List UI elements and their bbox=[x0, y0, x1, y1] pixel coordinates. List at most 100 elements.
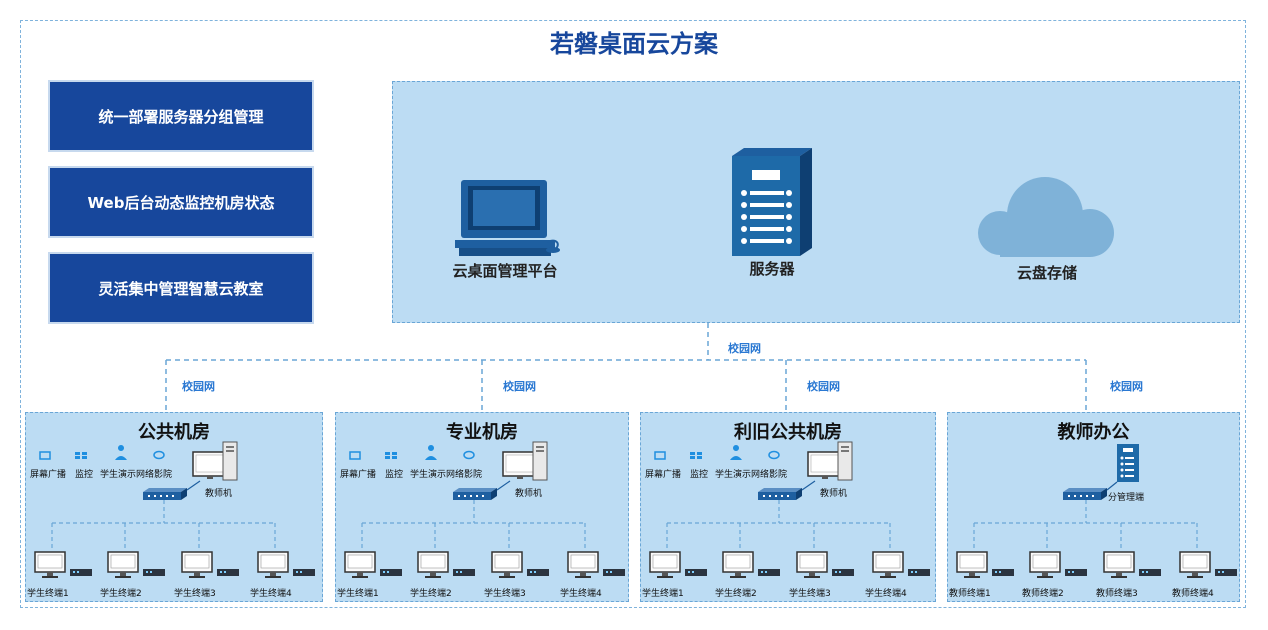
room-4-terminal-3-monitor-icon bbox=[1103, 551, 1135, 578]
room-4-terminal-2-label: 教师终端2 bbox=[1022, 589, 1064, 599]
network-label-room4: 校园网 bbox=[1110, 380, 1143, 393]
feature-box-3: 灵活集中管理智慧云教室 bbox=[50, 254, 312, 322]
room-3-icon-label-4: 网络影院 bbox=[751, 470, 788, 480]
room-4-terminal-4-label: 教师终端4 bbox=[1172, 589, 1214, 599]
room-4-terminal-4-monitor-icon bbox=[1179, 551, 1211, 578]
room-2-icon-label-4: 网络影院 bbox=[446, 470, 483, 480]
screen-broadcast-icon bbox=[654, 451, 666, 460]
room-1-terminal-3-monitor-icon bbox=[181, 551, 213, 578]
room-1-terminal-2-label: 学生终端2 bbox=[100, 589, 142, 599]
monitor-windows-icon bbox=[385, 452, 397, 459]
room-2-terminal-1-monitor-icon bbox=[344, 551, 376, 578]
room-title-4: 教师办公 bbox=[1057, 422, 1130, 443]
student-demo-icon bbox=[115, 445, 127, 460]
monitor-windows-icon bbox=[75, 452, 87, 459]
room-1-terminal-1-box-icon bbox=[70, 569, 92, 576]
room-3-terminal-2-box-icon bbox=[758, 569, 780, 576]
monitor-windows-icon bbox=[690, 452, 702, 459]
room-2-teacher-pc-icon bbox=[502, 441, 548, 481]
room-1-terminal-4-monitor-icon bbox=[257, 551, 289, 578]
room-4-switch-icon bbox=[1063, 488, 1107, 500]
room-4-terminal-1-label: 教师终端1 bbox=[949, 589, 991, 599]
storage-label: 云盘存储 bbox=[1016, 264, 1077, 282]
room-3-terminal-3-box-icon bbox=[832, 569, 854, 576]
network-cinema-icon bbox=[768, 450, 780, 460]
room-3-terminal-2-monitor-icon bbox=[722, 551, 754, 578]
room-2-icon-label-3: 学生演示 bbox=[410, 470, 447, 480]
student-demo-icon bbox=[730, 445, 742, 460]
room-4-terminal-3-box-icon bbox=[1139, 569, 1161, 576]
room-3-terminal-1-monitor-icon bbox=[649, 551, 681, 578]
network-cinema-icon bbox=[153, 450, 165, 460]
room-2-terminal-3-label: 学生终端3 bbox=[484, 589, 526, 599]
diagram-title: 若磐桌面云方案 bbox=[550, 30, 718, 58]
room-title-1: 公共机房 bbox=[138, 422, 210, 443]
room-1-icon-label-3: 学生演示 bbox=[100, 470, 137, 480]
room-4-terminal-1-monitor-icon bbox=[956, 551, 988, 578]
room-3-terminal-3-monitor-icon bbox=[796, 551, 828, 578]
room-1-teacher-pc-icon bbox=[192, 441, 238, 481]
room-2-terminal-1-box-icon bbox=[380, 569, 402, 576]
room-2-terminal-4-box-icon bbox=[603, 569, 625, 576]
screen-broadcast-icon bbox=[39, 451, 51, 460]
room-2-terminal-2-box-icon bbox=[453, 569, 475, 576]
platform-label: 云桌面管理平台 bbox=[452, 262, 558, 280]
room-4-terminal-3-label: 教师终端3 bbox=[1096, 589, 1138, 599]
room-4-manager-server-icon bbox=[1117, 444, 1139, 482]
room-2-icon-label-2: 监控 bbox=[385, 470, 404, 480]
room-2-terminal-2-label: 学生终端2 bbox=[410, 589, 452, 599]
room-2-teacher-label: 教师机 bbox=[515, 489, 543, 499]
room-title-3: 利旧公共机房 bbox=[734, 422, 842, 443]
student-demo-icon bbox=[425, 445, 437, 460]
room-3-terminal-1-box-icon bbox=[685, 569, 707, 576]
room-1-terminal-2-monitor-icon bbox=[107, 551, 139, 578]
room-3-teacher-label: 教师机 bbox=[820, 489, 848, 499]
room-2-terminal-1-label: 学生终端1 bbox=[337, 589, 379, 599]
room-2-terminal-4-monitor-icon bbox=[567, 551, 599, 578]
network-label-main: 校园网 bbox=[728, 342, 761, 355]
room-1-icon-label-4: 网络影院 bbox=[136, 470, 173, 480]
room-title-2: 专业机房 bbox=[446, 422, 518, 443]
room-2-terminal-3-box-icon bbox=[527, 569, 549, 576]
feature-box-1: 统一部署服务器分组管理 bbox=[50, 82, 312, 150]
room-3-terminal-4-label: 学生终端4 bbox=[865, 589, 907, 599]
room-4-terminal-2-box-icon bbox=[1065, 569, 1087, 576]
room-1-terminal-3-box-icon bbox=[217, 569, 239, 576]
network-label-room1: 校园网 bbox=[182, 380, 215, 393]
room-2-terminal-2-monitor-icon bbox=[417, 551, 449, 578]
room-1-icon-label-2: 监控 bbox=[75, 470, 94, 480]
room-4-manager-label: 分管理端 bbox=[1108, 493, 1145, 503]
server-label: 服务器 bbox=[749, 260, 795, 278]
room-3-teacher-pc-icon bbox=[807, 441, 853, 481]
room-1-terminal-1-monitor-icon bbox=[34, 551, 66, 578]
room-1-switch-icon bbox=[143, 488, 187, 500]
room-1-teacher-label: 教师机 bbox=[205, 489, 233, 499]
room-4-terminal-2-monitor-icon bbox=[1029, 551, 1061, 578]
room-2-icon-label-1: 屏幕广播 bbox=[340, 470, 377, 480]
network-label-room2: 校园网 bbox=[503, 380, 536, 393]
room-4-terminal-4-box-icon bbox=[1215, 569, 1237, 576]
room-3-terminal-4-monitor-icon bbox=[872, 551, 904, 578]
room-3-terminal-4-box-icon bbox=[908, 569, 930, 576]
room-3-icon-label-2: 监控 bbox=[690, 470, 709, 480]
diagram-frame bbox=[20, 20, 1246, 608]
room-1-terminal-3-label: 学生终端3 bbox=[174, 589, 216, 599]
room-3-icon-label-1: 屏幕广播 bbox=[645, 470, 682, 480]
room-3-terminal-2-label: 学生终端2 bbox=[715, 589, 757, 599]
room-3-icon-label-3: 学生演示 bbox=[715, 470, 752, 480]
feature-box-2: Web后台动态监控机房状态 bbox=[50, 168, 312, 236]
room-2-terminal-3-monitor-icon bbox=[491, 551, 523, 578]
room-3-terminal-1-label: 学生终端1 bbox=[642, 589, 684, 599]
screen-broadcast-icon bbox=[349, 451, 361, 460]
room-1-terminal-4-box-icon bbox=[293, 569, 315, 576]
room-2-terminal-4-label: 学生终端4 bbox=[560, 589, 602, 599]
network-label-room3: 校园网 bbox=[807, 380, 840, 393]
network-cinema-icon bbox=[463, 450, 475, 460]
room-1-terminal-1-label: 学生终端1 bbox=[27, 589, 69, 599]
room-2-switch-icon bbox=[453, 488, 497, 500]
